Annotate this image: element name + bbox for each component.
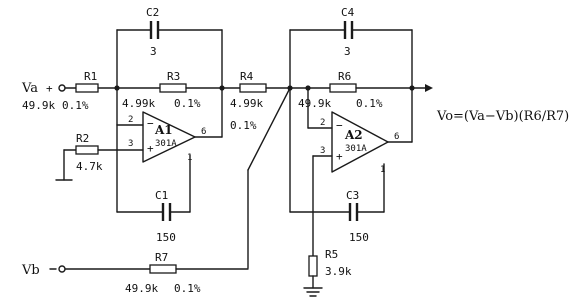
c4-ref: C4 bbox=[341, 6, 355, 19]
r7-ref: R7 bbox=[155, 251, 168, 264]
a2-pin-2: 2 bbox=[320, 118, 325, 128]
output-formula: Vo=(Va−Vb)(R6/R7) bbox=[436, 109, 569, 124]
wire-node-diagonal bbox=[247, 87, 291, 171]
r6-tolerance: 0.1% bbox=[356, 97, 383, 110]
output-arrow-icon bbox=[425, 84, 433, 92]
a1-ref: A1 bbox=[154, 123, 173, 137]
r5-value: 3.9k bbox=[325, 265, 352, 278]
a1-part-number: 301A bbox=[155, 139, 177, 149]
r4-value: 4.99k bbox=[230, 97, 263, 110]
a2-pin-3: 3 bbox=[320, 146, 325, 156]
vb-terminal bbox=[58, 265, 66, 273]
r3-value: 4.99k bbox=[122, 97, 155, 110]
a1-pin-3: 3 bbox=[128, 139, 133, 149]
resistor-r2 bbox=[75, 145, 99, 155]
opamp-a1 bbox=[142, 111, 196, 163]
r7-tolerance: 0.1% bbox=[174, 282, 201, 295]
va-resistance-value: 49.9k bbox=[22, 99, 55, 112]
a1-plus-sign: + bbox=[147, 142, 154, 155]
r2-value: 4.7k bbox=[76, 160, 103, 173]
vb-label: Vb bbox=[21, 263, 40, 278]
c2-ref: C2 bbox=[146, 6, 159, 19]
c3-value: 150 bbox=[349, 231, 369, 244]
resistor-r5 bbox=[308, 255, 318, 277]
r7-value: 49.9k bbox=[125, 282, 158, 295]
opamp-a2 bbox=[331, 111, 389, 173]
a1-minus-sign: − bbox=[147, 117, 154, 130]
c2-value: 3 bbox=[150, 45, 157, 58]
c3-ref: C3 bbox=[346, 189, 359, 202]
a2-part-number: 301A bbox=[345, 144, 367, 154]
a2-plus-sign: + bbox=[336, 150, 343, 163]
resistor-r1 bbox=[75, 83, 99, 93]
r1-ref: R1 bbox=[84, 70, 97, 83]
r4-ref: R4 bbox=[240, 70, 254, 83]
va-terminal bbox=[58, 84, 66, 92]
va-label: Va bbox=[21, 81, 38, 96]
a2-pin-1: 1 bbox=[380, 165, 385, 175]
r6-value: 49.9k bbox=[298, 97, 331, 110]
resistor-r3 bbox=[159, 83, 187, 93]
a1-pin-6: 6 bbox=[201, 127, 206, 137]
c4-value: 3 bbox=[344, 45, 351, 58]
va-plus-sign: + bbox=[46, 82, 53, 95]
a2-pin-6: 6 bbox=[394, 132, 399, 142]
a2-ref: A2 bbox=[344, 128, 363, 142]
c1-value: 150 bbox=[156, 231, 176, 244]
resistor-r7 bbox=[149, 264, 177, 274]
va-resistance-tolerance: 0.1% bbox=[62, 99, 89, 112]
resistor-r6 bbox=[329, 83, 357, 93]
r3-tolerance: 0.1% bbox=[174, 97, 201, 110]
r2-ref: R2 bbox=[76, 132, 89, 145]
c1-ref: C1 bbox=[155, 189, 168, 202]
junction-a2-input bbox=[305, 85, 311, 91]
resistor-r4 bbox=[239, 83, 267, 93]
r5-ref: R5 bbox=[325, 248, 338, 261]
a1-pin-2: 2 bbox=[128, 115, 133, 125]
r6-ref: R6 bbox=[338, 70, 351, 83]
a2-minus-sign: − bbox=[336, 119, 343, 132]
r3-ref: R3 bbox=[167, 70, 180, 83]
r4-tolerance: 0.1% bbox=[230, 119, 257, 132]
